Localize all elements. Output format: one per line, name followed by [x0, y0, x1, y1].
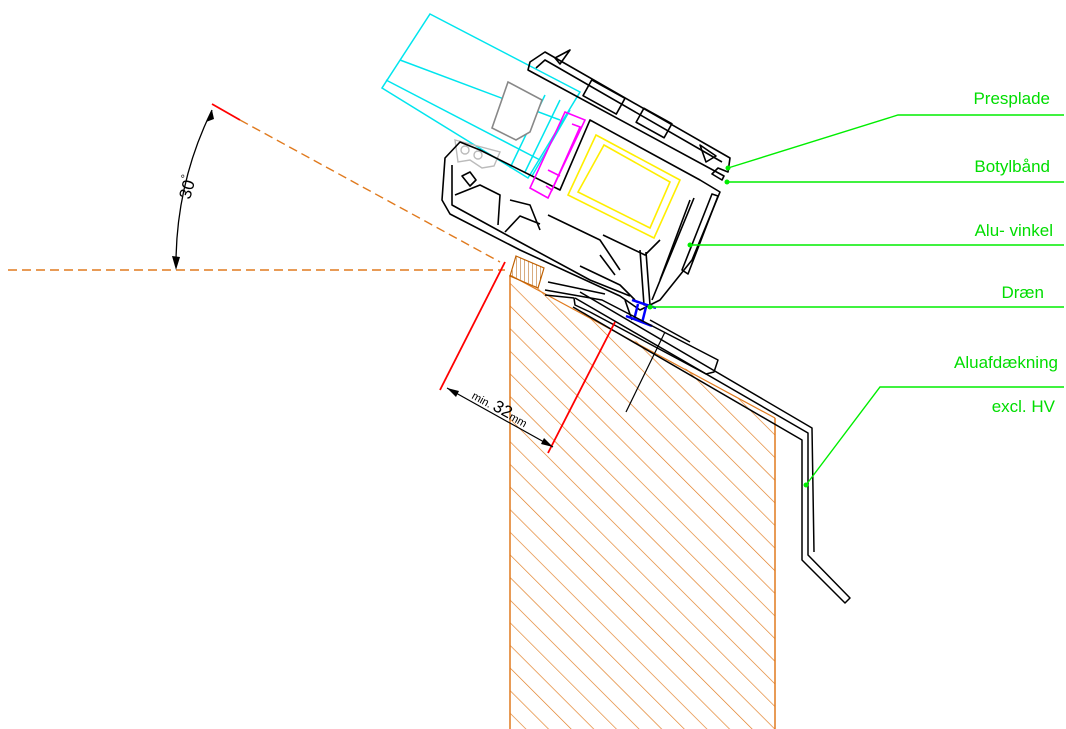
label-draen: Dræn: [1001, 283, 1044, 302]
leader-presplade: [727, 114, 1064, 169]
label-aluafdaekning: Aluafdækning: [954, 353, 1058, 372]
leader-lines: [650, 114, 1064, 486]
gasket: [528, 110, 587, 200]
slope-reference-line: [211, 103, 501, 263]
label-alu-vinkel: Alu- vinkel: [975, 221, 1053, 240]
glass-clip: [454, 139, 501, 169]
sealing-strip: [509, 255, 545, 289]
insulation-block: [566, 133, 682, 240]
bottom-cover-profile: [544, 281, 851, 604]
label-excl-hv: excl. HV: [992, 397, 1056, 416]
main-profile: [441, 49, 731, 321]
labels: Presplade Botylbånd Alu- vinkel Dræn Alu…: [954, 89, 1058, 416]
angle-label: 30°: [175, 173, 200, 201]
glass-spacer: [491, 80, 543, 141]
leader-aluafdaekning: [805, 386, 1064, 486]
label-presplade: Presplade: [973, 89, 1050, 108]
leader-dots: [647, 165, 809, 488]
wooden-beam: [509, 274, 776, 729]
angle-dimension: 30°: [172, 109, 214, 270]
label-botylbaand: Botylbånd: [974, 157, 1050, 176]
